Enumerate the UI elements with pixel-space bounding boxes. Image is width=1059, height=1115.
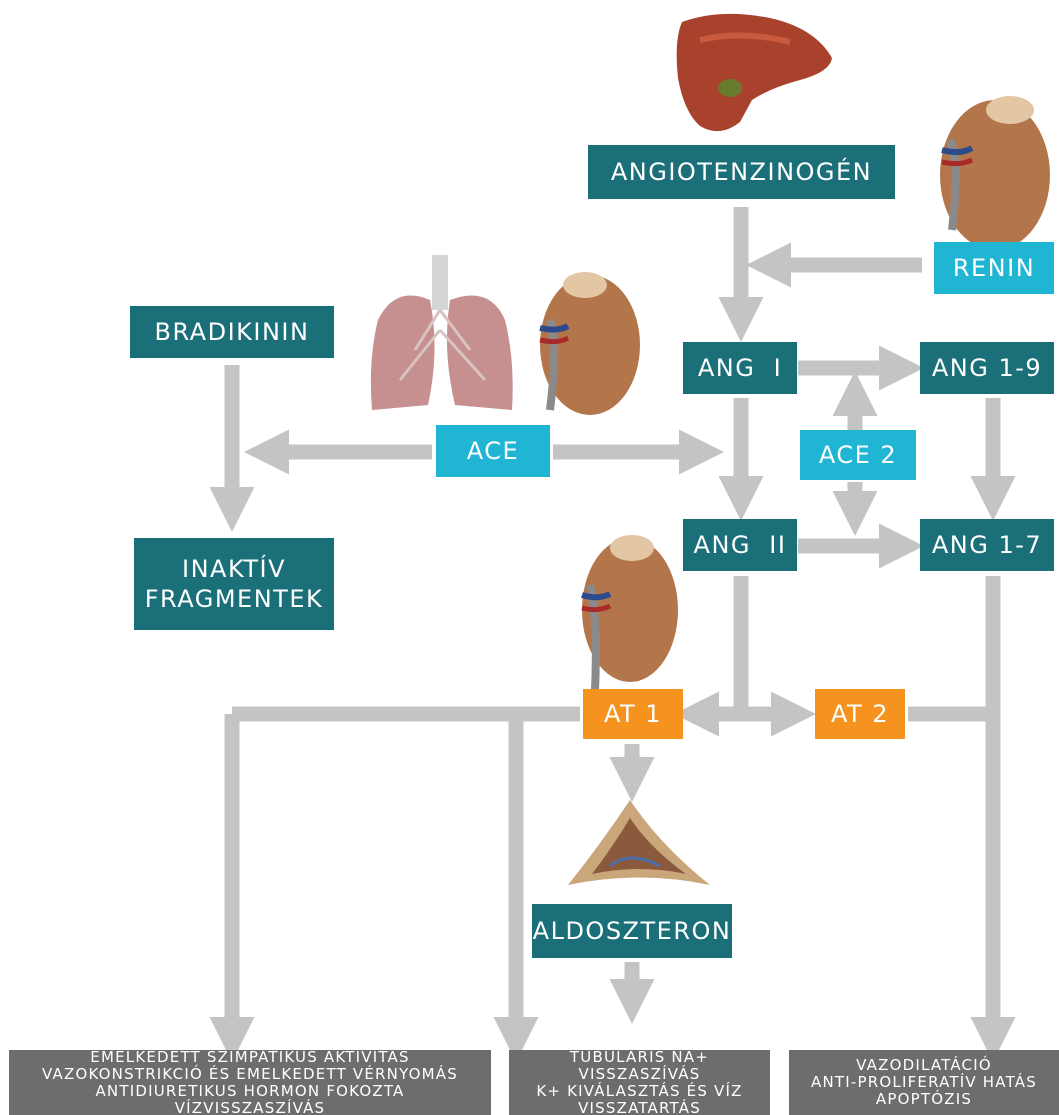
effect-middle-line: TUBULÁRIS NA+ <box>570 1049 709 1066</box>
effect-middle-line: K+ KIVÁLASZTÁS ÉS VÍZ <box>536 1083 742 1100</box>
at1-box: AT 1 <box>583 689 683 739</box>
ace-label: ACE <box>467 436 519 466</box>
renin-box: RENIN <box>934 242 1054 294</box>
ang2-box: ANG II <box>683 519 797 571</box>
ang19-box: ANG 1-9 <box>920 342 1054 394</box>
kidney-icon <box>540 272 640 415</box>
effect-middle-line: VISSZATARTÁS <box>578 1100 701 1115</box>
ang1-label: ANG I <box>698 353 782 383</box>
kidney-icon <box>582 535 678 690</box>
inaktiv-label-line1: INAKTÍV <box>182 554 286 584</box>
renin-label: RENIN <box>953 253 1035 283</box>
effect-right-line: APOPTÓZIS <box>876 1091 972 1108</box>
inaktiv-fragmentek-box: INAKTÍV FRAGMENTEK <box>134 538 334 630</box>
ace-box: ACE <box>436 425 550 477</box>
ang1-box: ANG I <box>683 342 797 394</box>
at2-box: AT 2 <box>815 689 905 739</box>
effect-left-line: VÍZVISSZASZÍVÁS <box>175 1100 326 1115</box>
effect-left-line: ANTIDIURETIKUS HORMON FOKOZTA <box>95 1083 404 1100</box>
ace2-label: ACE 2 <box>819 440 897 470</box>
bradikinin-box: BRADIKININ <box>130 306 334 358</box>
inaktiv-label-line2: FRAGMENTEK <box>145 584 324 614</box>
ang17-box: ANG 1-7 <box>920 519 1054 571</box>
ang2-label: ANG II <box>694 530 787 560</box>
kidney-icon <box>940 96 1050 250</box>
adrenal-gland-icon <box>568 800 710 885</box>
at1-label: AT 1 <box>604 699 662 729</box>
effect-box-middle: TUBULÁRIS NA+ VISSZASZÍVÁS K+ KIVÁLASZTÁ… <box>509 1050 770 1115</box>
angiotenzinogen-label: ANGIOTENZINOGÉN <box>611 157 872 187</box>
effect-middle-line: VISSZASZÍVÁS <box>579 1066 701 1083</box>
bradikinin-label: BRADIKININ <box>155 317 310 347</box>
aldoszteron-label: ALDOSZTERON <box>533 916 732 946</box>
effect-left-line: VAZOKONSTRIKCIÓ ÉS EMELKEDETT VÉRNYOMÁS <box>42 1066 458 1083</box>
effect-box-right: VAZODILATÁCIÓ ANTI-PROLIFERATÍV HATÁS AP… <box>789 1050 1059 1115</box>
effect-right-line: VAZODILATÁCIÓ <box>856 1057 992 1074</box>
effect-box-left: EMELKEDETT SZIMPATIKUS AKTIVITÁS VAZOKON… <box>9 1050 491 1115</box>
effect-right-line: ANTI-PROLIFERATÍV HATÁS <box>811 1074 1037 1091</box>
aldoszteron-box: ALDOSZTERON <box>532 904 732 958</box>
ang19-label: ANG 1-9 <box>932 353 1042 383</box>
angiotenzinogen-box: ANGIOTENZINOGÉN <box>588 145 895 199</box>
liver-icon <box>677 14 832 131</box>
ace2-box: ACE 2 <box>800 430 916 480</box>
ang17-label: ANG 1-7 <box>932 530 1042 560</box>
effect-left-line: EMELKEDETT SZIMPATIKUS AKTIVITÁS <box>90 1049 409 1066</box>
lungs-icon <box>371 255 513 410</box>
at2-label: AT 2 <box>831 699 889 729</box>
